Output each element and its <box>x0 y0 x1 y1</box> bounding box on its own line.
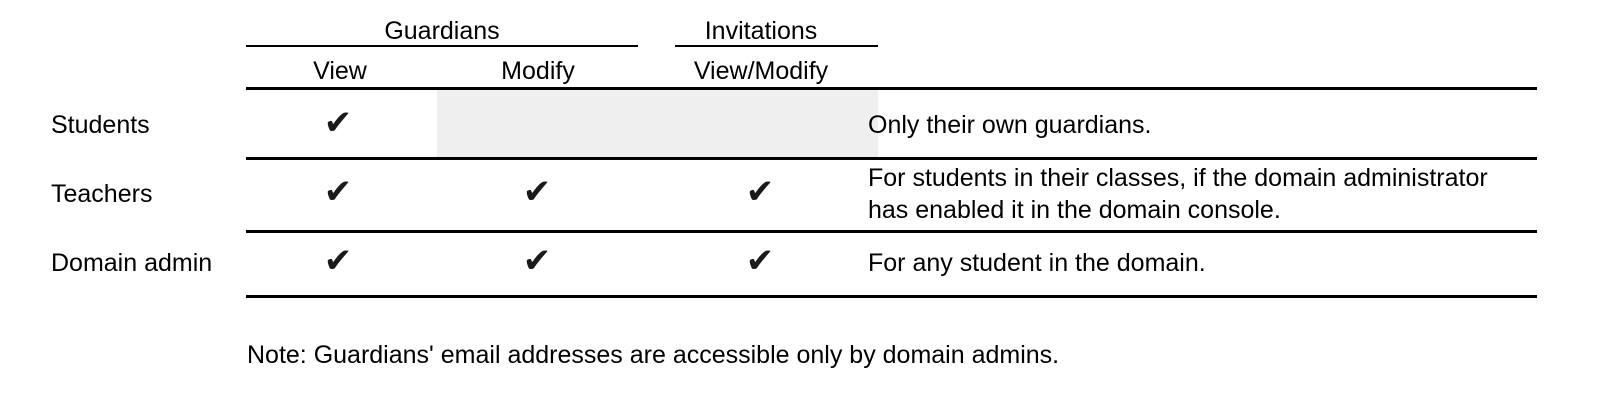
row-note-students-line1: Only their own guardians. <box>868 111 1152 139</box>
row-label-students: Students <box>51 111 150 139</box>
group-rule-invitations <box>675 45 878 47</box>
row-label-domain-admin: Domain admin <box>51 249 213 277</box>
row-note-teachers-line2: has enabled it in the domain console. <box>868 196 1281 224</box>
check-students-guardians-view: ✔ <box>323 103 353 143</box>
row-label-teachers: Teachers <box>51 180 153 208</box>
row-note-teachers-line1: For students in their classes, if the do… <box>868 164 1488 192</box>
cell-shaded-students-modify <box>437 90 878 157</box>
group-header-invitations: Invitations <box>704 17 818 45</box>
check-teachers-invitations-view-modify: ✔ <box>745 172 775 212</box>
check-teachers-guardians-view: ✔ <box>323 172 353 212</box>
check-domain-admin-invitations-view-modify: ✔ <box>745 241 775 281</box>
footnote-text: Note: Guardians' email addresses are acc… <box>247 341 1060 369</box>
table-rule-bottom <box>246 295 1537 298</box>
column-header-view: View <box>313 57 367 85</box>
column-header-modify: Modify <box>501 57 575 85</box>
column-header-view-modify: View/Modify <box>693 57 829 85</box>
table-rule-top <box>246 87 1537 90</box>
group-header-guardians: Guardians <box>384 17 500 45</box>
check-teachers-guardians-modify: ✔ <box>522 172 552 212</box>
table-rule-after-teachers <box>246 230 1537 233</box>
check-domain-admin-guardians-modify: ✔ <box>522 241 552 281</box>
group-rule-guardians <box>246 45 638 47</box>
row-note-domain-admin-line1: For any student in the domain. <box>868 249 1206 277</box>
check-domain-admin-guardians-view: ✔ <box>323 241 353 281</box>
table-rule-after-students <box>246 157 1537 160</box>
